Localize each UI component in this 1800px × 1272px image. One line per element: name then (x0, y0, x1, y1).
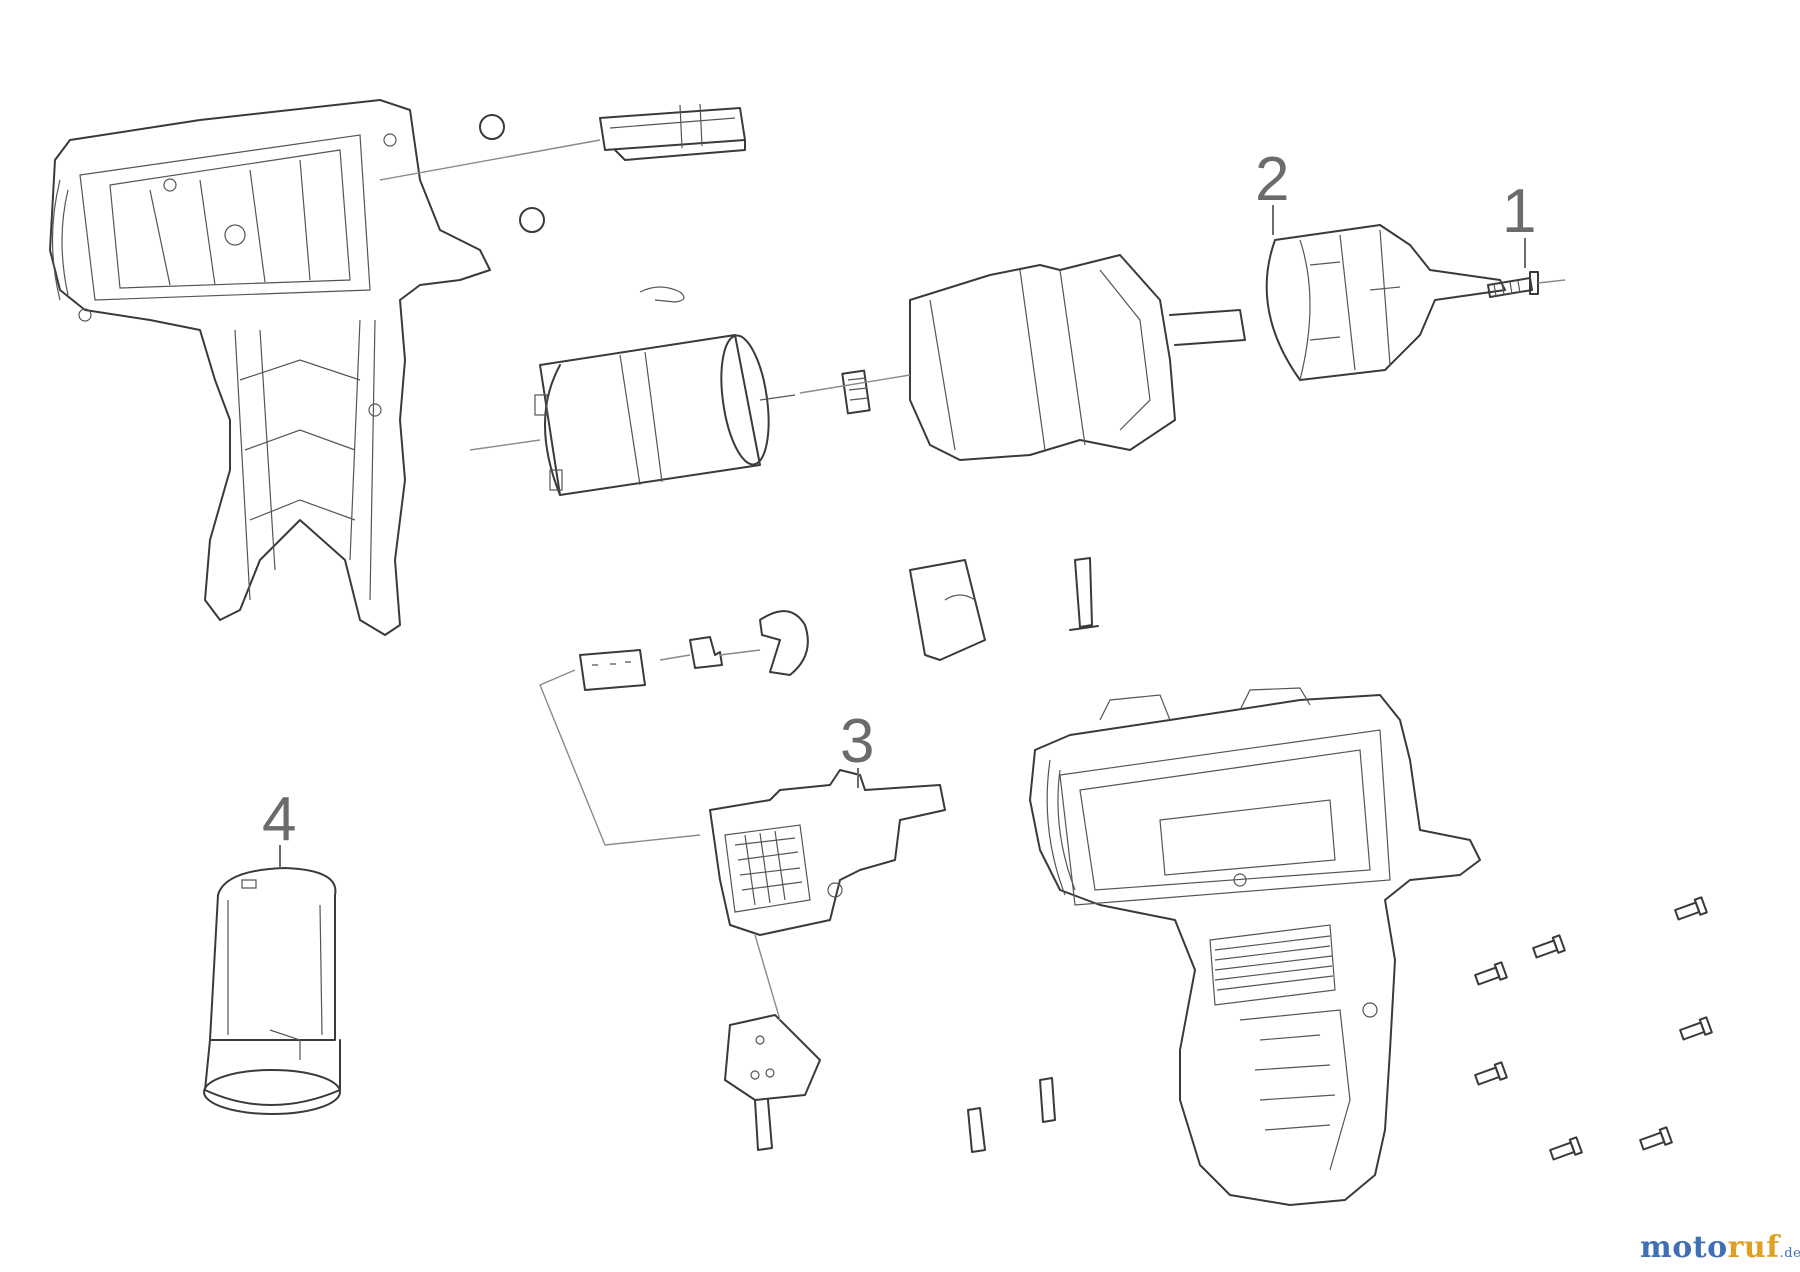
switch-plunger (689, 636, 723, 669)
housing-screws (1474, 896, 1713, 1161)
callout-label-1: 1 (1502, 177, 1536, 246)
callout-label-4: 4 (262, 785, 296, 854)
trigger-switch (709, 769, 946, 936)
callout-label-3: 3 (840, 707, 874, 776)
housing-left-half (49, 99, 491, 636)
callout-4: 4 (262, 785, 296, 868)
callout-1: 1 (1502, 177, 1536, 268)
callout-label-2: 2 (1255, 145, 1289, 214)
switch-contact-block (579, 649, 646, 691)
contact-tabs (967, 1077, 1056, 1153)
watermark-part2: ruf (1727, 1230, 1780, 1265)
switch-pin (1069, 557, 1099, 631)
battery-pack (203, 867, 341, 1115)
chuck-screw (1487, 271, 1539, 298)
motoruf-watermark-logo: motoruf.de (1640, 1230, 1800, 1265)
switch-cover-large (909, 559, 986, 661)
housing-right-half (1029, 687, 1481, 1206)
circuit-board (724, 1014, 821, 1151)
spring-clip (639, 286, 685, 303)
callout-3: 3 (840, 707, 874, 788)
switch-cover-small (759, 610, 809, 676)
direction-switch (599, 103, 746, 161)
gearbox (909, 254, 1246, 461)
chuck (1265, 224, 1506, 381)
watermark-part1: moto (1640, 1230, 1728, 1265)
bushings (479, 114, 545, 233)
motor (534, 334, 796, 496)
callout-2: 2 (1255, 145, 1289, 235)
watermark-suffix: .de (1779, 1246, 1800, 1261)
pinion-gear (841, 369, 871, 415)
